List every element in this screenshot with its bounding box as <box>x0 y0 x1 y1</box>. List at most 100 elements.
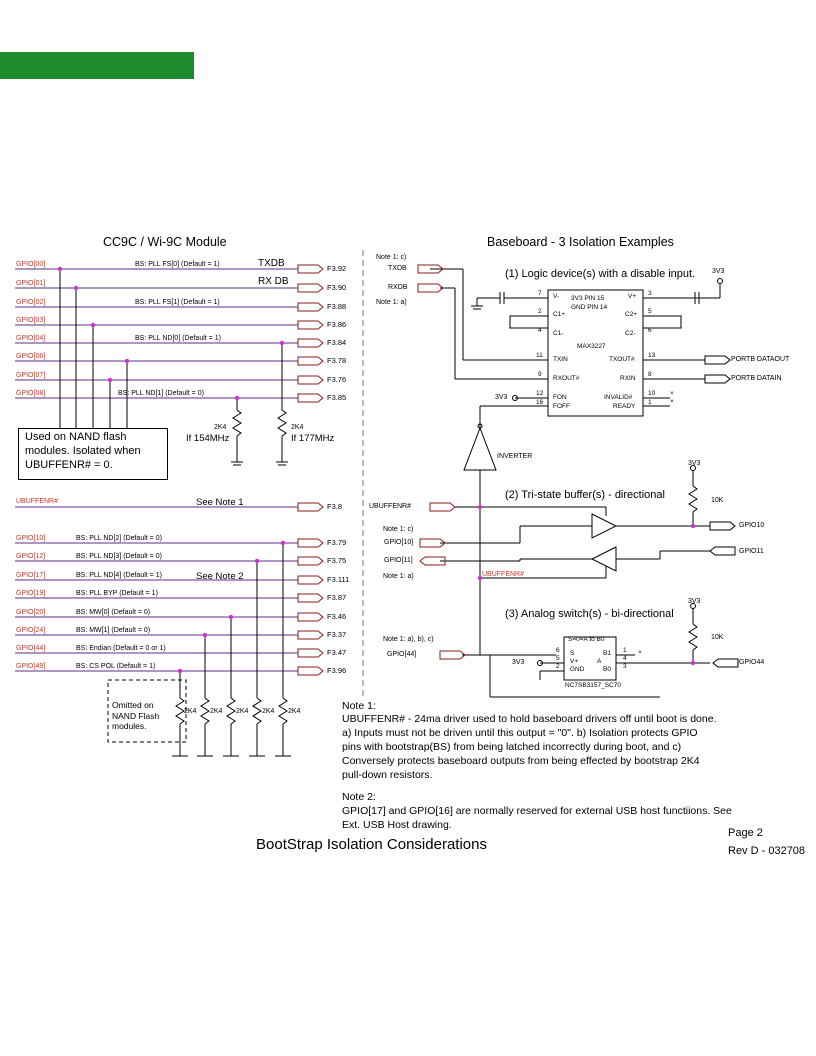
page-ref: F3.8 <box>327 502 343 511</box>
switch-part: NC7SB3157_SC70 <box>565 682 622 689</box>
page-ref: F3.111 <box>327 575 350 584</box>
pin-label: RXIN <box>620 375 636 382</box>
pin-number: 2 <box>556 663 560 670</box>
note1-text: a) Inputs must not be driven until this … <box>342 727 698 739</box>
note1-text: UBUFFENR# - 24ma driver used to hold bas… <box>342 713 717 725</box>
resistor-condition: If 154MHz <box>186 433 230 444</box>
gpio-label: GPIO[02] <box>16 299 46 306</box>
page-ref: F3.78 <box>327 356 347 365</box>
bootstrap-label: BS: PLL ND[2] (Default = 0) <box>76 535 162 542</box>
pin-number: 1 <box>623 647 627 654</box>
note-ref: Note 1: a) <box>383 573 414 580</box>
power-label: 3V3 <box>495 394 508 401</box>
pin-label: S <box>570 650 575 657</box>
pin-number: 5 <box>648 308 652 315</box>
page-ref: F3.86 <box>327 320 347 329</box>
net-label: GPIO[11] <box>384 557 413 564</box>
resistor-value: 10K <box>711 497 724 504</box>
power-label: 3V3 <box>688 598 701 605</box>
x-mark: × <box>670 398 674 405</box>
page-ref: F3.37 <box>327 630 347 639</box>
note1-text: pins with bootstrap(BS) from being latch… <box>342 741 682 753</box>
note1-title: Note 1: <box>342 700 376 712</box>
note2-title: Note 2: <box>342 791 376 803</box>
rxdb-label: RX DB <box>258 276 289 287</box>
pin-number: 4 <box>538 327 542 334</box>
net-label: GPIO[44] <box>387 651 417 658</box>
note-ref: Note 1: a), b), c) <box>383 636 434 643</box>
pin-number: 4 <box>623 655 627 662</box>
resistor-value: 2K4 <box>236 708 249 715</box>
bootstrap-label: BS: PLL BYP (Default = 1) <box>76 590 158 597</box>
bootstrap-label: BS: PLL ND[3] (Default = 0) <box>76 553 162 560</box>
txdb-label: TXDB <box>258 258 285 269</box>
bootstrap-label: BS: PLL ND[1] (Default = 0) <box>118 390 204 397</box>
pin-number: 12 <box>536 390 544 397</box>
pin-number: 3 <box>648 290 652 297</box>
gpio-out-label: GPIO44 <box>739 659 765 666</box>
note-ref: Note 1: a) <box>376 299 407 306</box>
pin-label: C1- <box>553 330 564 337</box>
pin-label: V+ <box>628 293 637 300</box>
pin-label: READY <box>613 403 636 410</box>
pin-number: 1 <box>648 399 652 406</box>
pin-number: 9 <box>538 371 542 378</box>
pin-label: A <box>597 658 602 665</box>
pin-label: FON <box>553 394 567 401</box>
example3-title: (3) Analog switch(s) - bi-directional <box>505 608 674 620</box>
power-label: 3V3 <box>712 268 725 275</box>
pin-number: 3 <box>623 663 627 670</box>
pin-label: INVALID# <box>604 394 633 401</box>
gpio-label: GPIO[04] <box>16 335 46 342</box>
bootstrap-label: BS: MW[0] (Default = 0) <box>76 609 151 616</box>
gpio-label: GPIO[06] <box>16 353 46 360</box>
pin-number: 2 <box>538 308 542 315</box>
example1-title: (1) Logic device(s) with a disable input… <box>505 268 696 280</box>
pin-number: 5 <box>556 655 560 662</box>
nand-note: Used on NAND flash modules. Isolated whe… <box>18 428 168 480</box>
pin-label: TXOUT# <box>609 356 635 363</box>
brand-bar <box>0 52 194 79</box>
page-ref: F3.96 <box>327 666 347 675</box>
x-mark: × <box>638 649 642 656</box>
port-label: PORTB DATAIN <box>731 375 782 382</box>
net-label: TXDB <box>388 265 407 272</box>
page-ref: F3.47 <box>327 648 347 657</box>
pin-label: RXOUT# <box>553 375 580 382</box>
pin-label: TXIN <box>553 356 568 363</box>
inverter-label: INVERTER <box>497 453 533 460</box>
gpio-label: GPIO[12] <box>16 553 46 560</box>
power-label: 3V3 <box>512 659 525 666</box>
page-ref: F3.79 <box>327 538 347 547</box>
bootstrap-label: BS: PLL ND[0] (Default = 1) <box>135 335 221 342</box>
note1-text: Conversely protects baseboard outputs fr… <box>342 755 700 767</box>
bootstrap-label: BS: PLL ND[4] (Default = 1) <box>76 572 162 579</box>
page-ref: F3.75 <box>327 556 347 565</box>
bootstrap-label: BS: CS POL (Default = 1) <box>76 663 156 670</box>
gpio-label: GPIO[07] <box>16 372 46 379</box>
pin-label: B1 <box>603 650 611 657</box>
example2-title: (2) Tri-state buffer(s) - directional <box>505 489 665 501</box>
resistor-value: 2K4 <box>210 708 223 715</box>
gpio-label: GPIO[17] <box>16 572 46 579</box>
net-label: UBUFFENR# <box>482 571 525 578</box>
pin-label: B0 <box>603 666 611 673</box>
pin-number: 10 <box>648 390 656 397</box>
pin-label: C1+ <box>553 311 566 318</box>
gpio-label: GPIO[24] <box>16 627 46 634</box>
page-ref: F3.87 <box>327 593 347 602</box>
pin-number: 6 <box>556 647 560 654</box>
pin-label: C2- <box>625 330 636 337</box>
gpio-label: GPIO[44] <box>16 645 46 652</box>
resistor-value: 2K4 <box>184 708 197 715</box>
power-label: 3V3 <box>688 460 701 467</box>
note2-text: Ext. USB Host drawing. <box>342 819 452 831</box>
page-ref: F3.85 <box>327 393 347 402</box>
chip-header: GND PIN 14 <box>571 304 608 311</box>
resistor-value: 2K4 <box>262 708 275 715</box>
resistor-value: 10K <box>711 634 724 641</box>
gpio-label: GPIO[00] <box>16 261 46 268</box>
gpio-label: GPIO[49] <box>16 663 46 670</box>
note-ref: Note 1: c) <box>383 526 414 533</box>
